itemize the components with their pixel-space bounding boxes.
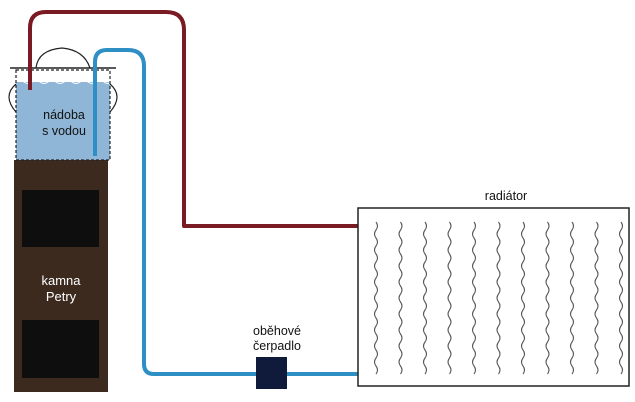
- circulation-pump: oběhové čerpadlo: [253, 324, 301, 389]
- radiator-fins: [373, 221, 624, 375]
- stove-label-line1: kamna: [41, 273, 81, 288]
- pump-label-line1: oběhové: [253, 324, 301, 338]
- vessel-outline: [15, 69, 111, 161]
- vessel-label-line1: nádoba: [43, 108, 85, 122]
- radiator-fin: [520, 221, 526, 375]
- radiator-fin: [422, 221, 428, 375]
- vessel-left-handle: [8, 83, 17, 113]
- radiator-fin: [398, 221, 403, 375]
- hot-water-pipe: [28, 10, 358, 228]
- vessel-lid-dome: [35, 47, 91, 69]
- pump-label-line2: čerpadlo: [253, 339, 301, 353]
- stove: kamna Petry: [14, 160, 108, 392]
- radiator-body: [357, 207, 630, 387]
- vessel-right-handle: [109, 83, 118, 113]
- stove-label-line2: Petry: [46, 289, 77, 304]
- radiator-fin: [618, 221, 624, 375]
- radiator-fin: [594, 221, 599, 375]
- radiator-fin: [373, 221, 379, 375]
- stove-lower-door: [22, 320, 99, 378]
- stove-upper-door: [22, 190, 99, 247]
- radiator-fin: [569, 221, 575, 375]
- vessel-label-line2: s vodou: [42, 124, 86, 138]
- radiator-fin: [447, 221, 452, 375]
- pump-body: [256, 357, 287, 389]
- return-water-pipe: [93, 48, 358, 376]
- radiator: radiátor: [357, 189, 630, 387]
- radiator-fin: [471, 221, 477, 375]
- radiator-label: radiátor: [485, 189, 527, 203]
- radiator-fin: [545, 221, 550, 375]
- water-vessel: nádoba s vodou: [8, 47, 118, 161]
- radiator-fin: [496, 221, 501, 375]
